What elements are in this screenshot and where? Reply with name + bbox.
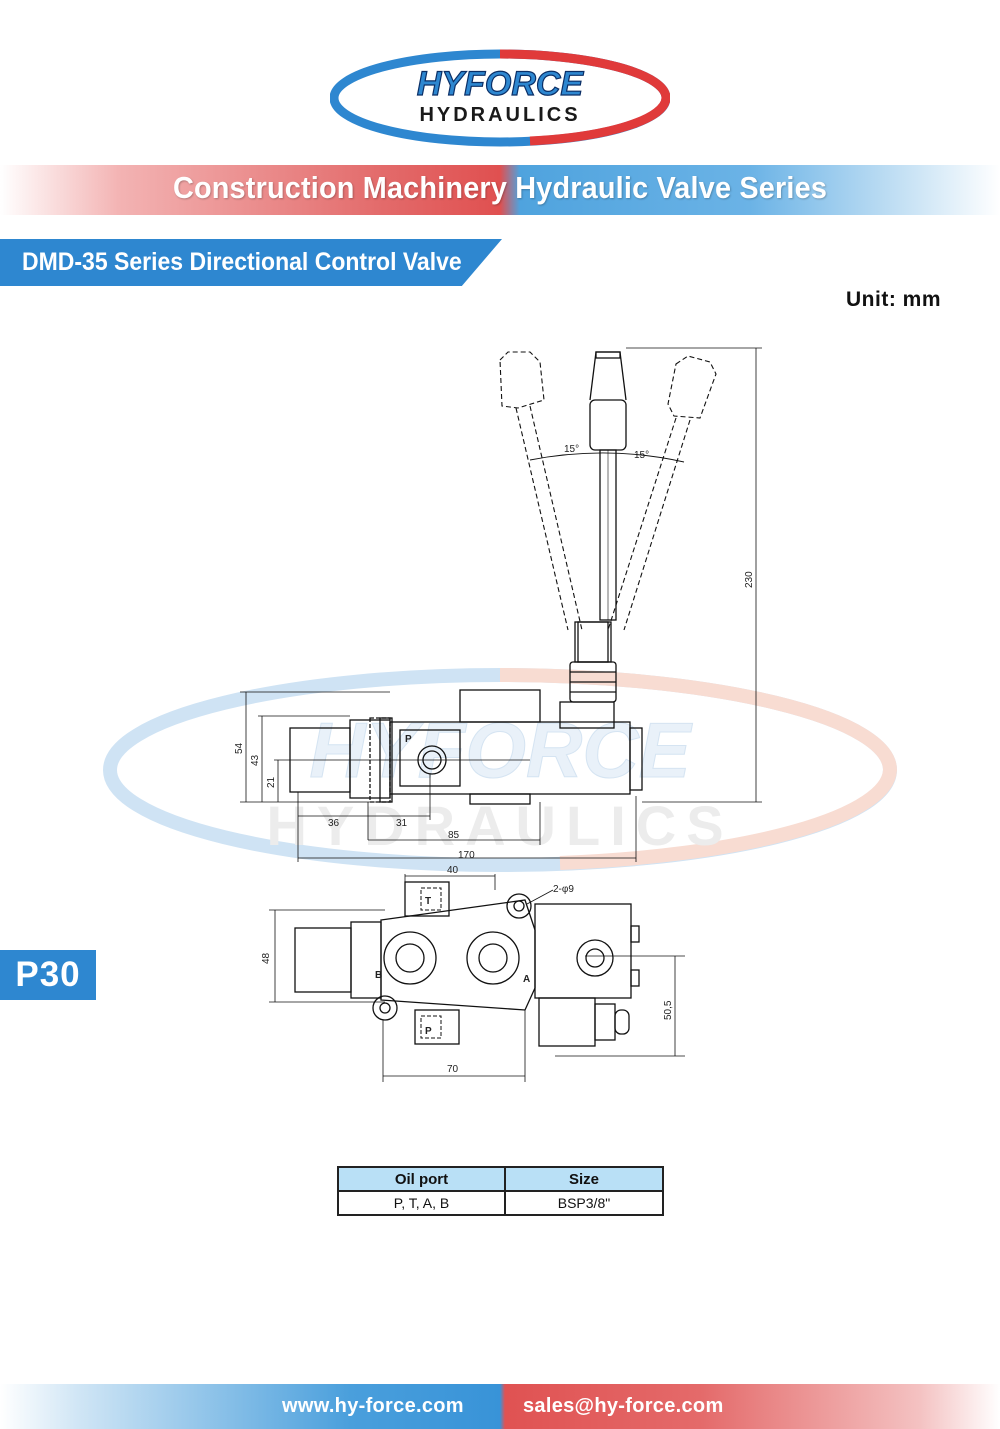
svg-text:P: P: [425, 1026, 432, 1037]
hyforce-logo: HYFORCE HYDRAULICS: [330, 49, 670, 147]
svg-text:21: 21: [266, 776, 277, 788]
svg-text:230: 230: [744, 571, 755, 588]
table-row: P, T, A, B BSP3/8": [337, 1190, 665, 1216]
logo-line2: HYDRAULICS: [419, 104, 580, 126]
svg-text:31: 31: [396, 818, 408, 829]
svg-text:43: 43: [250, 754, 261, 766]
series-banner: [0, 165, 1000, 215]
svg-text:15°: 15°: [634, 450, 649, 461]
website-link[interactable]: www.hy-force.com: [282, 1395, 464, 1417]
svg-text:170: 170: [458, 850, 475, 861]
svg-text:B: B: [375, 970, 382, 981]
page-number-badge: P30: [0, 950, 96, 1000]
footer-bar: [0, 1384, 1000, 1429]
svg-text:2-φ9: 2-φ9: [553, 884, 574, 895]
svg-text:A: A: [523, 974, 530, 985]
unit-label: Unit: mm: [846, 288, 941, 311]
cell-oil-port: P, T, A, B: [337, 1190, 506, 1216]
header-size: Size: [503, 1166, 665, 1192]
svg-text:85: 85: [448, 830, 460, 841]
series-title: DMD-35 Series Directional Control Valve: [22, 248, 462, 276]
svg-text:54: 54: [234, 742, 245, 754]
header-oil-port: Oil port: [337, 1166, 506, 1192]
oil-port-table: Oil port Size P, T, A, B BSP3/8": [337, 1166, 665, 1216]
svg-text:15°: 15°: [564, 444, 579, 455]
svg-text:48: 48: [261, 952, 272, 964]
svg-text:T: T: [425, 896, 431, 907]
svg-text:P: P: [405, 734, 412, 745]
series-tag: [0, 239, 502, 286]
svg-text:40: 40: [447, 865, 459, 876]
svg-text:50,5: 50,5: [663, 1000, 674, 1020]
svg-text:36: 36: [328, 818, 340, 829]
side-view-drawing: 15° 15° 230 54 43 21 36 31 85 170 P: [234, 347, 762, 862]
top-view-drawing: 40 2-φ9 48 50,5 70 T P A B: [261, 865, 685, 1082]
logo-line1: HYFORCE: [417, 65, 585, 103]
svg-text:70: 70: [447, 1064, 459, 1075]
email-link[interactable]: sales@hy-force.com: [523, 1395, 724, 1417]
cell-size: BSP3/8": [503, 1190, 665, 1216]
banner-title: Construction Machinery Hydraulic Valve S…: [172, 170, 828, 205]
table-header-row: Oil port Size: [337, 1166, 665, 1192]
